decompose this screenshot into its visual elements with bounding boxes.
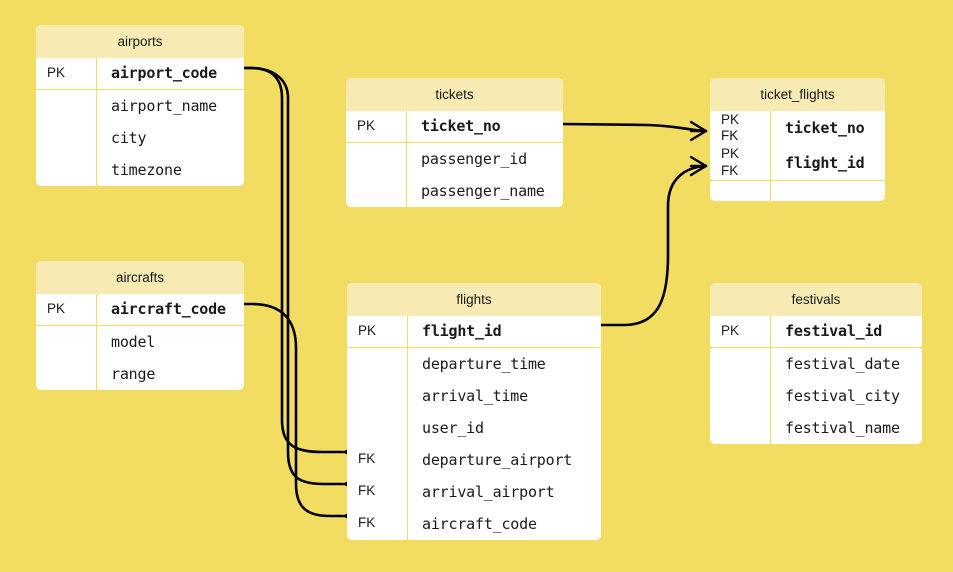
field-key-badge bbox=[347, 411, 408, 444]
relationship-flights-to-ticket_flights bbox=[599, 164, 708, 327]
field-name: flight_id bbox=[422, 322, 502, 340]
crows-foot-icon bbox=[689, 155, 708, 177]
relationship-tickets-to-ticket_flights bbox=[561, 122, 708, 133]
field-row[interactable]: arrival_time bbox=[347, 379, 601, 412]
field-name: departure_airport bbox=[422, 450, 573, 469]
field-key-badge: FK bbox=[347, 443, 408, 476]
field-name: festival_name bbox=[785, 418, 900, 437]
entity-title-festivals: festivals bbox=[710, 283, 922, 316]
field-name: airport_name bbox=[111, 96, 217, 115]
field-row[interactable]: festival_name bbox=[710, 411, 922, 444]
field-key-badge: FK bbox=[347, 475, 408, 508]
field-row[interactable]: city bbox=[36, 121, 244, 154]
relationship-aircrafts-to-flights bbox=[242, 302, 345, 518]
field-key-badge: PK bbox=[36, 293, 97, 325]
field-name: aircraft_code bbox=[422, 514, 537, 533]
field-key-badge bbox=[346, 174, 407, 207]
field-key-badge: FK bbox=[347, 507, 408, 540]
field-name: airport_code bbox=[111, 64, 217, 82]
field-name: range bbox=[111, 364, 156, 383]
field-row[interactable]: PK aircraft_code bbox=[36, 293, 244, 326]
field-row[interactable]: FK arrival_airport bbox=[347, 475, 601, 508]
field-name: festival_date bbox=[785, 354, 900, 373]
field-name: model bbox=[111, 332, 156, 351]
field-key-badge bbox=[36, 153, 97, 186]
field-row[interactable]: user_id bbox=[347, 411, 601, 444]
entity-title-flights: flights bbox=[347, 283, 601, 316]
field-key-badge bbox=[347, 379, 408, 412]
field-row[interactable]: PK flight_id bbox=[347, 315, 601, 348]
field-name: arrival_time bbox=[422, 386, 528, 405]
field-name: city bbox=[111, 128, 147, 147]
entity-title-airports: airports bbox=[36, 25, 244, 58]
field-name: timezone bbox=[111, 160, 182, 179]
field-row[interactable]: passenger_id bbox=[346, 142, 563, 175]
field-row[interactable]: FK aircraft_code bbox=[347, 507, 601, 540]
field-name: festival_id bbox=[785, 322, 883, 340]
field-key-badge bbox=[347, 347, 408, 380]
field-name: departure_time bbox=[422, 354, 546, 373]
entity-fields-tickets: PK ticket_no passenger_id passenger_name bbox=[346, 110, 563, 207]
field-name: user_id bbox=[422, 418, 484, 437]
field-row[interactable]: PK ticket_no bbox=[346, 110, 563, 143]
field-row[interactable]: festival_city bbox=[710, 379, 922, 412]
field-name: passenger_name bbox=[421, 181, 545, 200]
field-name: arrival_airport bbox=[422, 482, 555, 501]
field-row[interactable]: departure_time bbox=[347, 347, 601, 380]
field-key-badge bbox=[36, 121, 97, 154]
field-key-badge bbox=[710, 347, 771, 380]
field-name: passenger_id bbox=[421, 149, 527, 168]
entity-title-ticket_flights: ticket_flights bbox=[710, 78, 885, 111]
field-key-badge bbox=[710, 180, 771, 201]
crows-foot-icon bbox=[689, 120, 708, 142]
entity-title-aircrafts: aircrafts bbox=[36, 261, 244, 294]
field-key-badge bbox=[346, 142, 407, 175]
field-key-badge bbox=[710, 379, 771, 412]
field-row[interactable]: festival_date bbox=[710, 347, 922, 380]
field-name: flight_id bbox=[785, 153, 865, 172]
field-row[interactable] bbox=[710, 180, 885, 201]
field-name: aircraft_code bbox=[111, 300, 226, 318]
field-name: ticket_no bbox=[421, 117, 501, 135]
field-row[interactable]: timezone bbox=[36, 153, 244, 186]
field-key-badge bbox=[36, 325, 97, 358]
field-name: ticket_no bbox=[785, 119, 865, 137]
field-row[interactable]: passenger_name bbox=[346, 174, 563, 207]
field-row[interactable]: PK festival_id bbox=[710, 315, 922, 348]
field-key-badge bbox=[710, 411, 771, 444]
field-key-badge: PK bbox=[346, 110, 407, 142]
field-key-badge: PK bbox=[347, 315, 408, 347]
field-row[interactable]: airport_name bbox=[36, 89, 244, 122]
field-row[interactable]: PK airport_code bbox=[36, 57, 244, 90]
field-row[interactable]: range bbox=[36, 357, 244, 390]
relationship-airports-to-flights-departure bbox=[242, 66, 345, 454]
field-key-badge bbox=[36, 89, 97, 122]
field-key-badge bbox=[36, 357, 97, 390]
relationship-airports-to-flights-arrival bbox=[242, 66, 345, 486]
field-key-badge: PK bbox=[710, 315, 771, 347]
field-key-badge: PK bbox=[36, 57, 97, 89]
field-row[interactable]: FK departure_airport bbox=[347, 443, 601, 476]
entity-title-tickets: tickets bbox=[346, 78, 563, 111]
field-row[interactable]: model bbox=[36, 325, 244, 358]
field-name: festival_city bbox=[785, 386, 900, 405]
